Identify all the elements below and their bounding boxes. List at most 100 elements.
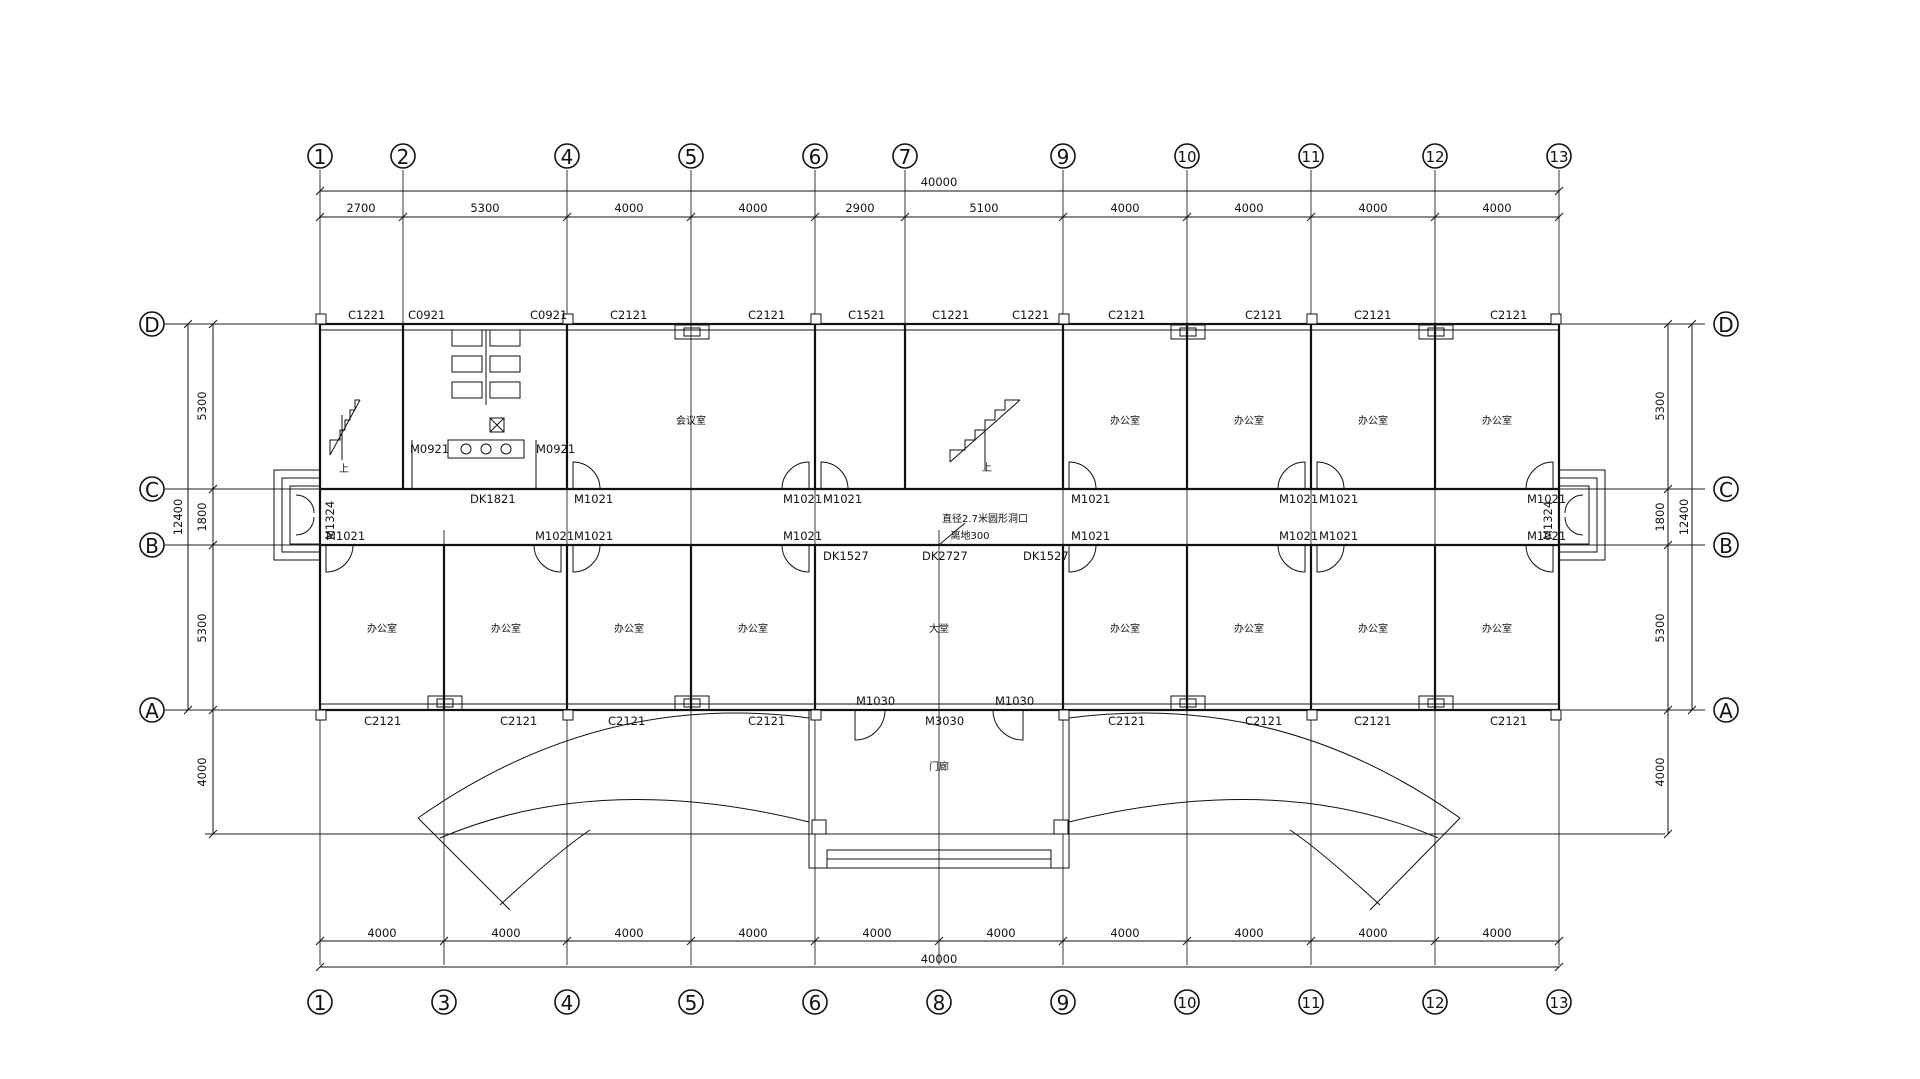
window-tag: C2121 bbox=[748, 308, 785, 322]
bottom-dim-2: 4000 bbox=[491, 926, 520, 940]
left-dim-4: 4000 bbox=[195, 757, 209, 786]
bottom-dim-3: 4000 bbox=[614, 926, 643, 940]
door-tag: DK2727 bbox=[922, 549, 968, 563]
door-tag: M1021 bbox=[326, 529, 365, 543]
room-label-meeting: 会议室 bbox=[676, 414, 706, 427]
right-dim-1: 5300 bbox=[1653, 391, 1667, 420]
room-label-office: 办公室 bbox=[1358, 622, 1388, 635]
side-dimension-chains bbox=[183, 319, 1697, 839]
door-tag: M1021 bbox=[823, 492, 862, 506]
left-dim-3: 5300 bbox=[195, 613, 209, 642]
door-tag: M1021 bbox=[1071, 529, 1110, 543]
axis-top-13: 13 bbox=[1549, 148, 1568, 166]
top-dim-9: 4000 bbox=[1358, 201, 1387, 215]
room-label-office: 办公室 bbox=[1110, 622, 1140, 635]
stair-center-up-label: 上 bbox=[982, 462, 992, 474]
porch-structure bbox=[808, 709, 1070, 869]
axis-left-C: C bbox=[145, 478, 159, 502]
room-label-office: 办公室 bbox=[1358, 414, 1388, 427]
door-tag: M1324 bbox=[1541, 501, 1555, 540]
top-dim-7: 4000 bbox=[1110, 201, 1139, 215]
axis-left-B: B bbox=[145, 534, 159, 558]
door-tag: M1030 bbox=[995, 694, 1034, 708]
bottom-dim-1: 4000 bbox=[367, 926, 396, 940]
axis-left-D: D bbox=[144, 313, 159, 337]
top-dim-6: 5100 bbox=[969, 201, 998, 215]
axis-top-5: 5 bbox=[685, 145, 698, 169]
axis-top-12: 12 bbox=[1425, 148, 1444, 166]
room-label-office: 办公室 bbox=[491, 622, 521, 635]
door-tag: M1021 bbox=[1279, 492, 1318, 506]
axis-bottom-10: 10 bbox=[1177, 994, 1196, 1012]
door-tag: DK1527 bbox=[823, 549, 869, 563]
window-tag: C2121 bbox=[610, 308, 647, 322]
stair-left-up-label: 上 bbox=[339, 463, 349, 475]
room-label-office: 办公室 bbox=[1234, 622, 1264, 635]
building-walls bbox=[315, 313, 1562, 721]
room-label-office: 办公室 bbox=[1110, 414, 1140, 427]
axis-bottom-8: 8 bbox=[933, 991, 946, 1015]
axis-right-B: B bbox=[1719, 534, 1733, 558]
axis-top-4: 4 bbox=[561, 145, 574, 169]
door-tag: M0921 bbox=[410, 442, 449, 456]
window-units bbox=[427, 324, 1454, 711]
top-total-dimension: 40000 bbox=[921, 175, 958, 189]
top-dim-10: 4000 bbox=[1482, 201, 1511, 215]
door-tag: DK1527 bbox=[1023, 549, 1069, 563]
axis-top-1: 1 bbox=[314, 145, 327, 169]
room-label-office: 办公室 bbox=[367, 622, 397, 635]
room-label-office: 办公室 bbox=[1482, 622, 1512, 635]
axis-right-A: A bbox=[1719, 699, 1733, 723]
axis-top-9: 9 bbox=[1057, 145, 1070, 169]
axis-bubbles-rows: D C B A D C B A bbox=[139, 311, 1739, 723]
right-dim-3: 5300 bbox=[1653, 613, 1667, 642]
axis-bottom-1: 1 bbox=[314, 991, 327, 1015]
window-tag: C1221 bbox=[932, 308, 969, 322]
stair-center-icon bbox=[949, 399, 1021, 470]
room-label-porch: 门廊 bbox=[929, 760, 949, 773]
window-tag: C2121 bbox=[1354, 308, 1391, 322]
window-labels-south: C2121 C2121 C2121 C2121 C2121 C2121 C212… bbox=[364, 714, 1527, 728]
room-label-office: 办公室 bbox=[1234, 414, 1264, 427]
door-tag: M1030 bbox=[856, 694, 895, 708]
door-tag: M1021 bbox=[1319, 529, 1358, 543]
right-dim-2: 1800 bbox=[1653, 502, 1667, 531]
hole-note-line1: 直径2.7米圆形洞口 bbox=[942, 512, 1028, 525]
window-tag: C1521 bbox=[848, 308, 885, 322]
left-total-dim: 12400 bbox=[171, 499, 185, 536]
axis-top-11: 11 bbox=[1301, 148, 1320, 166]
axis-top-2: 2 bbox=[397, 145, 410, 169]
top-dim-3: 4000 bbox=[614, 201, 643, 215]
right-dim-4: 4000 bbox=[1653, 757, 1667, 786]
right-total-dim: 12400 bbox=[1677, 499, 1691, 536]
hole-note-line2: 离地300 bbox=[950, 529, 989, 542]
axis-top-6: 6 bbox=[809, 145, 822, 169]
left-dim-1: 5300 bbox=[195, 391, 209, 420]
door-tag: M1021 bbox=[783, 529, 822, 543]
room-labels: 会议室 办公室 办公室 办公室 办公室 办公室 办公室 办公室 办公室 大堂 办… bbox=[367, 414, 1512, 773]
axis-bottom-12: 12 bbox=[1425, 994, 1444, 1012]
top-dimension-chain bbox=[315, 186, 1564, 222]
window-tag: C2121 bbox=[1108, 714, 1145, 728]
axis-bubbles-top: 1 2 4 5 6 7 9 10 11 12 13 bbox=[307, 143, 1572, 169]
bottom-dim-5: 4000 bbox=[862, 926, 891, 940]
canopy-arcs bbox=[417, 712, 1461, 911]
toilet-fixtures bbox=[411, 329, 537, 489]
top-dim-2: 5300 bbox=[470, 201, 499, 215]
axis-left-A: A bbox=[145, 699, 159, 723]
grid-lines bbox=[165, 170, 1705, 965]
axis-right-C: C bbox=[1719, 478, 1733, 502]
bottom-dim-7: 4000 bbox=[1110, 926, 1139, 940]
door-labels: M0921 M0921 DK1821 M1021 M1021 M1021 M10… bbox=[323, 442, 1566, 728]
axis-right-D: D bbox=[1718, 313, 1733, 337]
window-tag: C2121 bbox=[364, 714, 401, 728]
door-tag: M1021 bbox=[574, 492, 613, 506]
axis-bubbles-bottom: 1 3 4 5 6 8 9 10 11 12 13 bbox=[307, 989, 1572, 1015]
room-label-hall: 大堂 bbox=[929, 622, 949, 635]
door-tag: M1021 bbox=[1527, 529, 1566, 543]
top-dim-4: 4000 bbox=[738, 201, 767, 215]
door-tag: M0921 bbox=[536, 442, 575, 456]
door-tag: M1021 bbox=[1071, 492, 1110, 506]
window-tag: C2121 bbox=[1490, 714, 1527, 728]
top-dim-8: 4000 bbox=[1234, 201, 1263, 215]
